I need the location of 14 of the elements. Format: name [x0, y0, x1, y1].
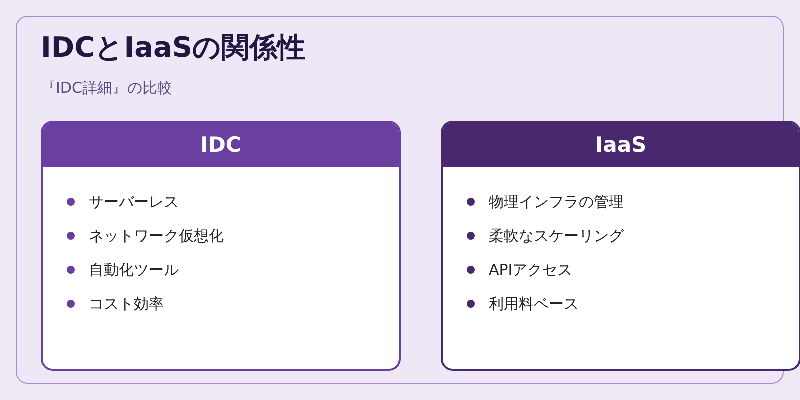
card-header: IDC [43, 123, 399, 167]
comparison-card [41, 121, 401, 371]
list-item-text: 物理インフラの管理 [489, 192, 624, 212]
list-item-text: 自動化ツール [89, 260, 179, 280]
heading: IDCとIaaSの関係性 [41, 30, 306, 66]
list-item-text: 利用料ベース [489, 294, 579, 314]
list-item-text: コスト効率 [89, 294, 164, 314]
subheading: 『IDC詳細』の比較 [41, 79, 172, 98]
comparison-card [441, 121, 800, 371]
card-header: IaaS [443, 123, 799, 167]
list-item-text: APIアクセス [489, 260, 573, 280]
list-item-text: ネットワーク仮想化 [89, 226, 224, 246]
list-item-text: サーバーレス [89, 192, 179, 212]
list-item-text: 柔軟なスケーリング [489, 226, 624, 246]
